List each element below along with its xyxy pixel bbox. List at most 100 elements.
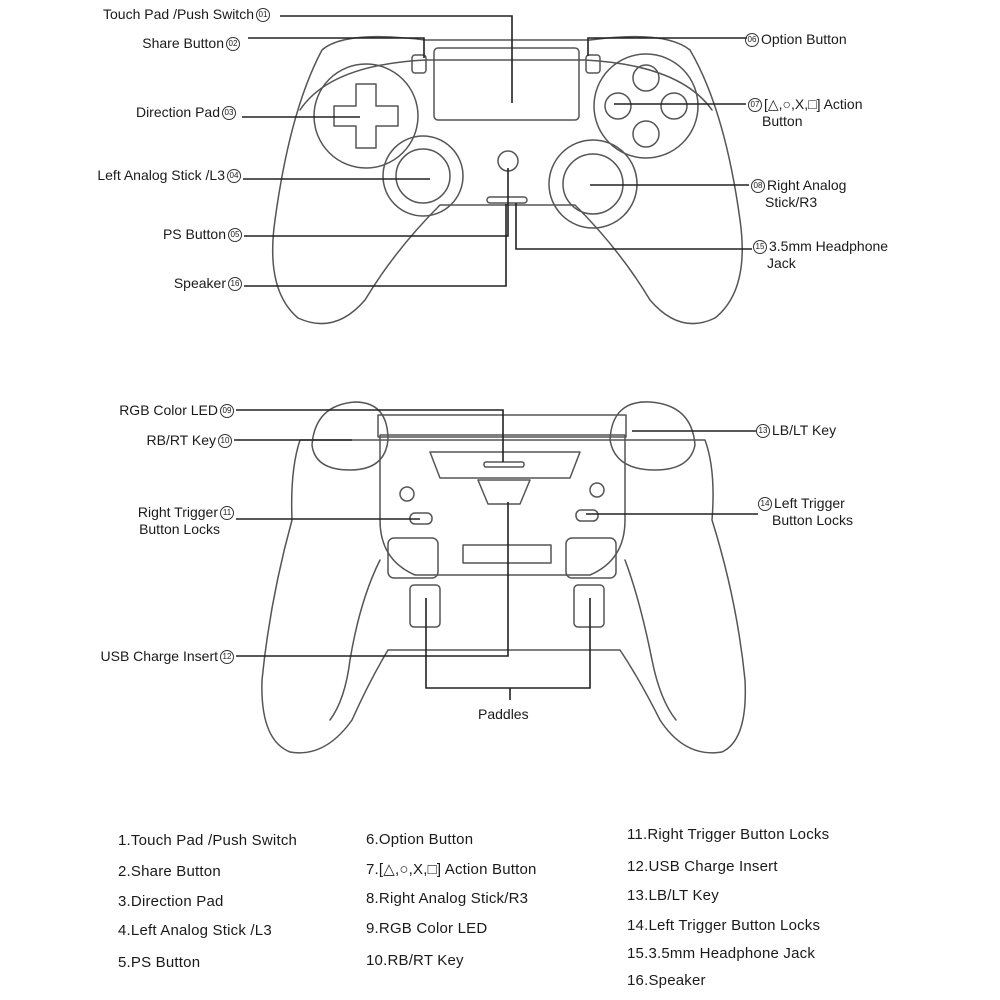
callout-number: 05 <box>228 228 242 243</box>
right-grip-inner <box>624 559 677 721</box>
right-upper-paddle <box>565 537 617 579</box>
paddles-label-text: Paddles <box>478 706 529 722</box>
legend-item-6: 6.Option Button <box>366 831 474 848</box>
share-label-text: Share Button <box>142 35 224 51</box>
callout-number: 01 <box>256 8 270 23</box>
left-lock-label-text: Left Trigger <box>774 495 845 511</box>
left-stick-label-text: Left Analog Stick /L3 <box>97 167 225 183</box>
callout-number: 02 <box>226 37 240 52</box>
right-lock-label-text: Right Trigger <box>137 504 218 520</box>
rgb-label-text: RGB Color LED <box>119 402 218 418</box>
paddles-label: Paddles <box>478 706 529 723</box>
callout-number: 13 <box>756 424 770 439</box>
action-label-text: [△,○,X,□] Action <box>764 96 863 112</box>
callout-number: 15 <box>753 240 767 255</box>
jack-label-text: 3.5mm Headphone <box>769 238 889 254</box>
callout-number: 12 <box>220 650 234 665</box>
front-controller-body <box>271 35 743 325</box>
legend-item-15: 15.3.5mm Headphone Jack <box>627 945 816 962</box>
touch-pad-shape <box>433 47 580 121</box>
headphone-jack-shape <box>486 196 528 204</box>
left-lock-label-text-2: Button Locks <box>772 512 853 528</box>
dpad-cross <box>333 83 399 149</box>
jack-label-text-2: Jack <box>767 255 796 271</box>
right-stick-label-text-2: Stick/R3 <box>765 194 818 210</box>
lblt-label-text: LB/LT Key <box>772 422 837 438</box>
left-stick-inner <box>395 148 451 204</box>
rb-trigger-shape <box>311 401 389 471</box>
touch-pad-label-text: Touch Pad /Push Switch <box>103 6 254 22</box>
callout-number: 03 <box>222 106 236 121</box>
action-label-text-2: Button <box>762 113 803 129</box>
back-top-bar <box>377 414 627 438</box>
callout-number: 04 <box>227 169 241 184</box>
legend-item-12: 12.USB Charge Insert <box>627 858 778 875</box>
square-button <box>604 92 632 120</box>
callout-number: 09 <box>220 404 234 419</box>
rbrt-label-text: RB/RT Key <box>146 432 216 448</box>
callout-number: 10 <box>218 434 232 449</box>
rgb-led-strip <box>483 461 525 468</box>
option-label-text: Option Button <box>761 31 847 47</box>
legend-item-10: 10.RB/RT Key <box>366 952 464 969</box>
callout-number: 06 <box>745 33 759 48</box>
legend-item-4: 4.Left Analog Stick /L3 <box>118 922 272 939</box>
callout-number: 11 <box>220 506 234 521</box>
triangle-button <box>632 64 660 92</box>
led-housing <box>429 451 581 479</box>
right-stick-label-text: Right Analog <box>767 177 847 193</box>
legend-item-7: 7.[△,○,X,□] Action Button <box>366 861 537 878</box>
share-button-shape <box>411 54 427 74</box>
callout-number: 08 <box>751 179 765 194</box>
legend-item-3: 3.Direction Pad <box>118 893 224 910</box>
left-stick-outer <box>382 135 464 217</box>
action-button-label: 07[△,○,X,□] Action Button <box>746 96 863 130</box>
right-lower-paddle <box>573 584 605 628</box>
cross-button <box>632 120 660 148</box>
action-well <box>593 53 699 159</box>
callout-number: 14 <box>758 497 772 512</box>
right-stick-inner <box>562 153 624 215</box>
center-slot <box>462 544 552 564</box>
callout-number: 16 <box>228 277 242 292</box>
left-upper-paddle <box>387 537 439 579</box>
dpad-well <box>313 63 419 169</box>
legend-item-2: 2.Share Button <box>118 863 221 880</box>
legend-item-13: 13.LB/LT Key <box>627 887 719 904</box>
right-lock-label-text-2: Button Locks <box>139 521 220 537</box>
legend-item-5: 5.PS Button <box>118 954 201 971</box>
legend-item-11: 11.Right Trigger Button Locks <box>627 826 830 843</box>
back-controller-body <box>261 439 747 754</box>
left-lower-paddle <box>409 584 441 628</box>
usb-port-shape <box>477 479 531 505</box>
option-button-shape <box>585 54 601 74</box>
ps-label-text: PS Button <box>162 226 226 242</box>
usb-label-text: USB Charge Insert <box>100 648 219 664</box>
left-back-screw <box>399 486 415 502</box>
back-plate <box>379 434 626 576</box>
speaker-label-text: Speaker <box>173 275 226 291</box>
right-stick-outer <box>548 139 638 229</box>
legend-item-9: 9.RGB Color LED <box>366 920 488 937</box>
legend-item-16: 16.Speaker <box>627 972 706 989</box>
legend-item-1: 1.Touch Pad /Push Switch <box>118 832 298 849</box>
lb-trigger-shape <box>609 401 696 471</box>
right-back-screw <box>589 482 605 498</box>
left-grip-inner <box>329 559 381 721</box>
callout-number: 07 <box>748 98 762 113</box>
